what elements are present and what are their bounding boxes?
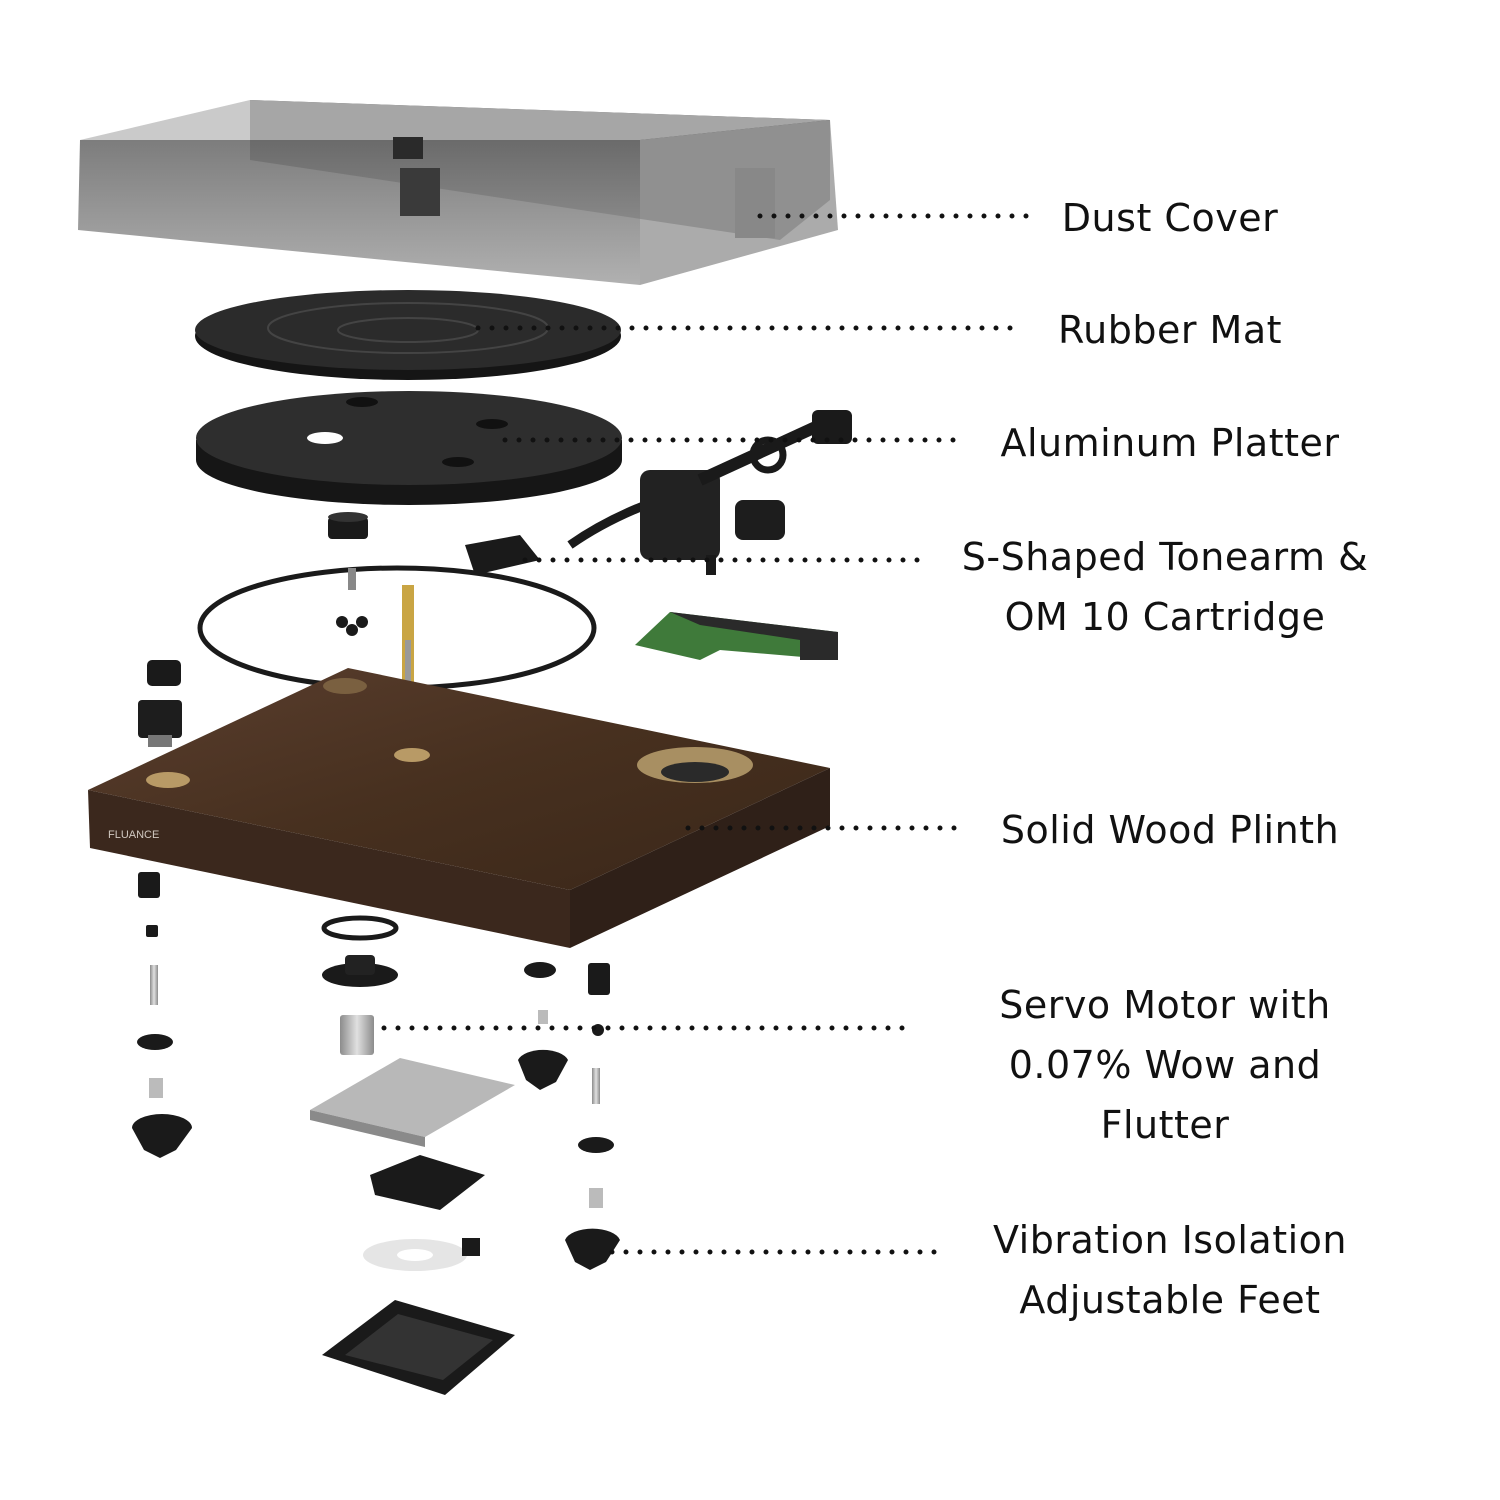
label-feet-line-1: Vibration Isolation — [992, 1218, 1347, 1262]
label-tonearm-line-1: S-Shaped Tonearm & — [961, 535, 1369, 579]
rubber-mat-part — [195, 290, 621, 380]
dust-cover-part — [78, 100, 838, 285]
label-rubber-mat-line-1: Rubber Mat — [1057, 308, 1283, 352]
label-servo-motor-line-2: 0.07% Wow and — [1008, 1043, 1322, 1087]
leader-lines — [381, 213, 1041, 1255]
label-rubber-mat: Rubber Mat — [1000, 300, 1340, 360]
right-foot-stack-part — [518, 962, 620, 1270]
label-tonearm-line-2: OM 10 Cartridge — [1004, 595, 1326, 639]
tonearm-part — [465, 410, 852, 575]
speed-knob-part — [138, 660, 182, 747]
label-feet: Vibration Isolation Adjustable Feet — [975, 1210, 1365, 1330]
pcb-board-part — [635, 612, 838, 660]
motor-stack-part — [310, 915, 515, 1395]
platter-hub-part — [328, 512, 368, 539]
label-servo-motor: Servo Motor with 0.07% Wow and Flutter — [985, 975, 1345, 1155]
label-aluminum-platter: Aluminum Platter — [985, 413, 1355, 473]
left-foot-stack-part — [132, 872, 192, 1158]
plinth-part: FLUANCE — [88, 668, 830, 948]
label-plinth-line-1: Solid Wood Plinth — [1000, 808, 1340, 852]
label-dust-cover-line-1: Dust Cover — [1061, 196, 1279, 240]
label-tonearm: S-Shaped Tonearm & OM 10 Cartridge — [950, 527, 1380, 647]
label-plinth: Solid Wood Plinth — [985, 800, 1355, 860]
aluminum-platter-part — [196, 391, 622, 505]
label-aluminum-platter-line-1: Aluminum Platter — [1000, 421, 1340, 465]
belt-and-spindle-part — [197, 565, 597, 691]
plinth-brand-text: FLUANCE — [108, 829, 159, 841]
label-servo-motor-line-3: Flutter — [1100, 1103, 1230, 1147]
label-feet-line-2: Adjustable Feet — [1019, 1278, 1321, 1322]
label-dust-cover: Dust Cover — [1000, 188, 1340, 248]
label-servo-motor-line-1: Servo Motor with — [999, 983, 1331, 1027]
